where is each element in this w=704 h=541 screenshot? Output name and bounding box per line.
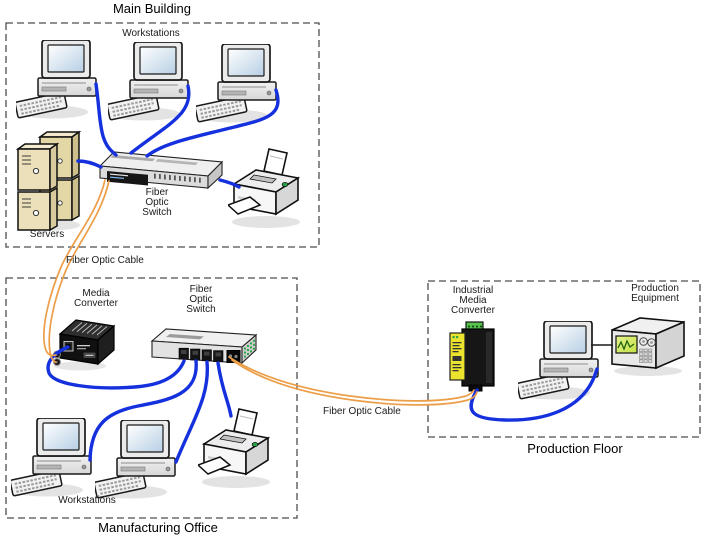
workstation-icon [196,44,280,124]
production-floor-title: Production Floor [527,441,623,456]
main-building-title: Main Building [112,1,192,16]
fiber-switch-main-label: Fiber Optic Switch [142,187,172,218]
workstation-icon [108,42,192,122]
workstation-icon [95,420,179,500]
production-equipment-label: Production Equipment [631,283,679,304]
workstation-icon [11,418,95,498]
production-equipment-icon [606,308,686,378]
workstations-main-label: Workstations [122,28,180,39]
printer-icon [228,148,304,230]
workstation-icon [16,40,100,120]
servers-icon [16,131,82,231]
media-converter-label: Media Converter [74,288,118,309]
fiber-optic-switch-icon [98,146,224,192]
fiber-optic-switch-icon [150,325,258,367]
servers-label: Servers [29,229,65,240]
fiber-cable-label-1: Fiber Optic Cable [66,255,144,266]
workstations-mfg-label: Workstations [58,495,116,506]
workstation-icon [518,321,602,401]
fiber-mfg-to-prod-strand1 [228,356,475,402]
fiber-switch-mfg-label: Fiber Optic Switch [186,284,216,315]
printer-icon [198,408,274,490]
industrial-media-converter-icon [446,321,500,393]
fiber-cable-label-2: Fiber Optic Cable [323,406,401,417]
manufacturing-office-title: Manufacturing Office [98,520,218,535]
fiber-mfg-to-prod-strand2 [231,359,478,406]
industrial-media-converter-label: Industrial Media Converter [451,285,495,316]
media-converter-icon [46,318,116,372]
